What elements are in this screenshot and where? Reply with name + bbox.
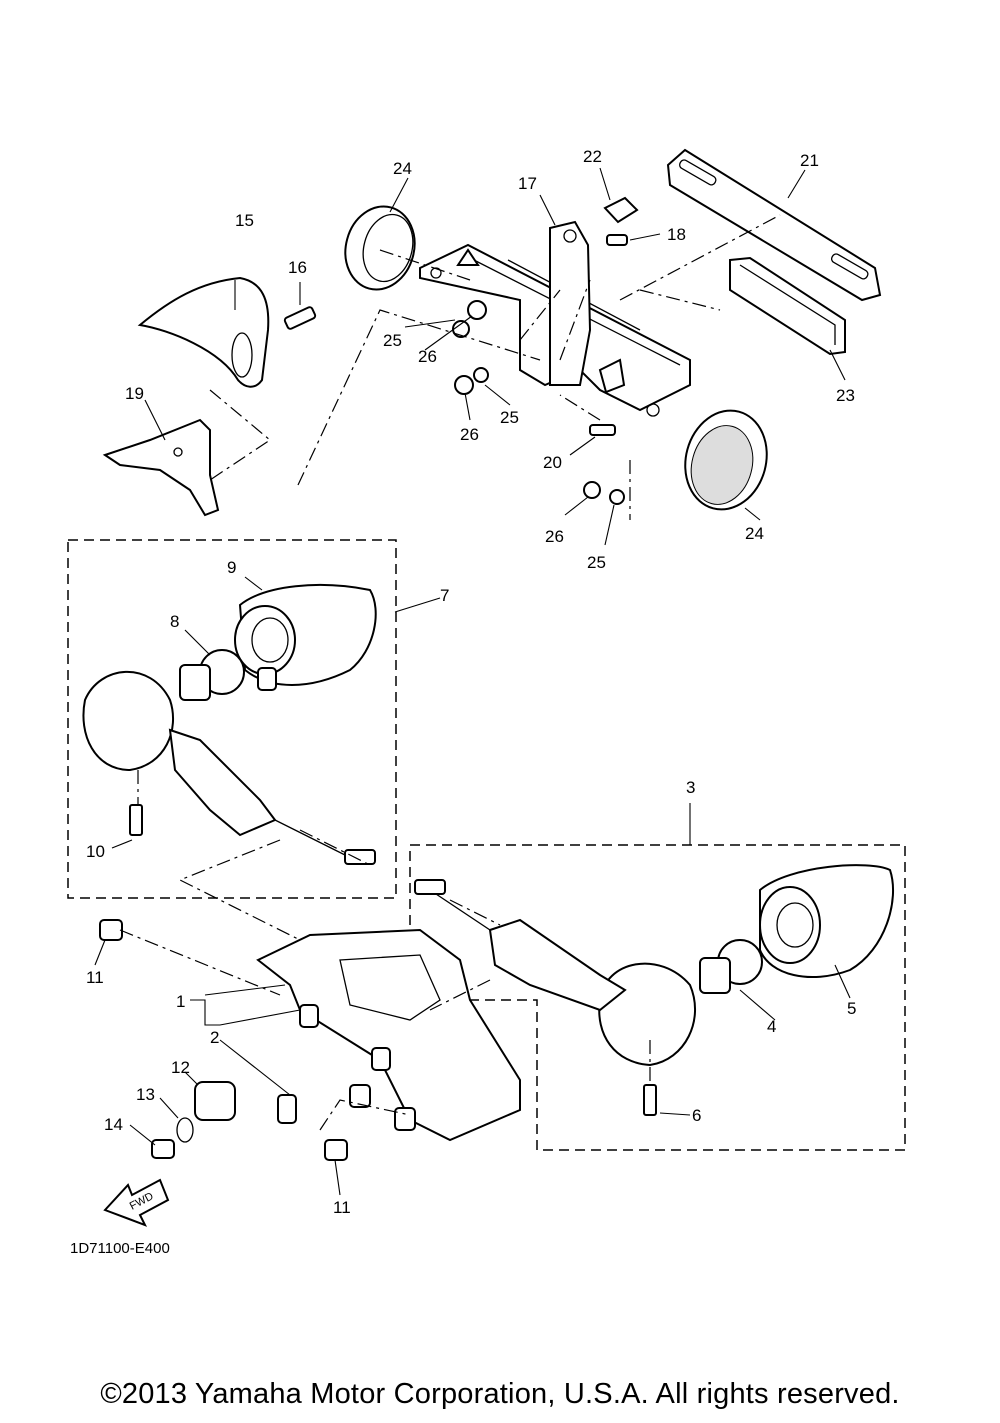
callout-24-lower: 24 xyxy=(745,524,764,543)
reflector-24-upper xyxy=(344,205,416,291)
callout-17: 17 xyxy=(518,174,537,193)
callout-25-a: 25 xyxy=(383,331,402,350)
callout-4: 4 xyxy=(767,1017,776,1036)
signal-housing-3 xyxy=(414,879,696,1067)
bulb-4 xyxy=(699,939,763,994)
callout-26-c: 26 xyxy=(545,527,564,546)
signal-housing-7 xyxy=(82,670,376,865)
callout-15: 15 xyxy=(235,211,254,230)
callout-21: 21 xyxy=(800,151,819,170)
bracket-19 xyxy=(102,418,220,517)
callout-22: 22 xyxy=(583,147,602,166)
callout-1: 1 xyxy=(176,992,185,1011)
leader-lines xyxy=(94,167,851,1196)
callout-6: 6 xyxy=(692,1106,701,1125)
screw-6 xyxy=(643,1084,657,1116)
callout-16: 16 xyxy=(288,258,307,277)
lens-9 xyxy=(234,584,377,691)
callout-5: 5 xyxy=(847,999,856,1018)
callout-2: 2 xyxy=(210,1028,219,1047)
copyright-notice: ©2013 Yamaha Motor Corporation, U.S.A. A… xyxy=(100,1378,900,1410)
bolt-16 xyxy=(283,306,317,330)
callout-19: 19 xyxy=(125,384,144,403)
callout-11-upper: 11 xyxy=(86,968,104,987)
callout-labels: 1 2 3 4 5 6 7 8 9 10 11 11 12 13 14 15 1… xyxy=(86,147,856,1217)
fwd-arrow: FWD xyxy=(103,1178,170,1227)
bulb-8 xyxy=(179,649,245,701)
small-parts-top xyxy=(452,196,639,505)
screw-10 xyxy=(129,804,143,836)
assembly-box-7 xyxy=(67,539,397,899)
callout-18: 18 xyxy=(667,225,686,244)
license-plate-21 xyxy=(666,148,882,302)
callout-11-lower: 11 xyxy=(333,1198,351,1217)
cover-15 xyxy=(137,276,270,388)
document-code: 1D71100-E400 xyxy=(70,1240,170,1257)
callout-20: 20 xyxy=(543,453,562,472)
socket-parts-12-14 xyxy=(99,919,348,1161)
callout-9: 9 xyxy=(227,558,236,577)
callout-23: 23 xyxy=(836,386,855,405)
callout-8: 8 xyxy=(170,612,179,631)
lens-5 xyxy=(759,864,894,978)
callout-25-b: 25 xyxy=(500,408,519,427)
bracket-stay-17 xyxy=(549,220,592,386)
callout-26-a: 26 xyxy=(418,347,437,366)
callout-25-c: 25 xyxy=(587,553,606,572)
tail-light-housing xyxy=(256,928,521,1142)
callout-10: 10 xyxy=(86,842,105,861)
callout-13: 13 xyxy=(136,1085,155,1104)
callout-3: 3 xyxy=(686,778,695,797)
callout-7: 7 xyxy=(440,586,449,605)
callout-12: 12 xyxy=(171,1058,190,1077)
callout-14: 14 xyxy=(104,1115,123,1134)
reflector-24-lower xyxy=(684,409,768,511)
license-light-23 xyxy=(729,256,846,356)
callout-24-upper: 24 xyxy=(393,159,412,178)
callout-26-b: 26 xyxy=(460,425,479,444)
